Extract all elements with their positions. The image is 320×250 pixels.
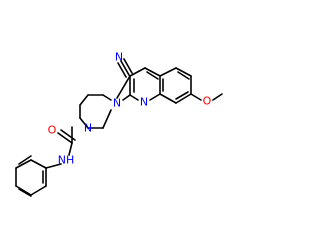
bond-nitrile-2 [117, 62, 127, 78]
bond-c4a-c5 [159, 67, 177, 77]
atom-carbonyl-o: O [48, 124, 57, 137]
bond-pip-5 [79, 117, 89, 129]
atom-piperazine-n-top: N [113, 97, 121, 110]
bond-o-ch3 [212, 93, 223, 101]
bond-pip-3 [79, 94, 89, 106]
urea-linkage [57, 126, 76, 156]
bond-c5-c6 [175, 67, 192, 77]
bond-pip-1 [102, 94, 112, 101]
atom-labels: N N N N O O NH [48, 51, 212, 167]
atom-nitrile-n: N [115, 51, 123, 64]
bond-nitrile-3 [123, 58, 133, 74]
bond-c7-c8-inner [175, 91, 189, 100]
bond-c8a-n1 [149, 93, 161, 101]
phenyl-ring [15, 155, 62, 197]
bond-c8-c8a [159, 93, 177, 104]
bond-nitrile-1 [120, 60, 130, 76]
bond-nh-ph [45, 163, 62, 169]
bond-c4-c4a [144, 67, 161, 77]
nitrile-group [116, 58, 133, 99]
bond-c-o [57, 132, 73, 144]
atom-quinoline-n: N [140, 96, 148, 109]
atom-piperazine-n-bottom: N [84, 122, 92, 135]
bond-ph-1 [30, 159, 47, 169]
methoxy-group [190, 93, 223, 101]
bond-pip-7 [102, 109, 112, 129]
bond-c3-c4 [129, 67, 146, 77]
bond-c5-c6-inner [177, 71, 190, 80]
bond-c7-c8 [175, 93, 192, 104]
bond-ph-2 [15, 159, 32, 169]
bond-ph-4-inner [18, 188, 32, 197]
piperazine-ring [79, 94, 112, 129]
bond-c4-c4a-inner [146, 71, 159, 80]
atom-methoxy-o: O [203, 95, 212, 108]
bond-c-nh [68, 142, 73, 156]
bond-c2-npip [122, 94, 131, 101]
bond-c7-o [190, 93, 202, 101]
bond-c3-cn [116, 75, 131, 99]
bond-ph-2-inner [18, 155, 32, 165]
quinoline-pyridine-ring [129, 67, 161, 101]
quinoline-benzene-ring [159, 67, 192, 104]
molecule-diagram: N N N N O O NH [15, 51, 223, 197]
bond-ph-4 [15, 185, 32, 196]
bond-c-o-double [60, 129, 76, 141]
bond-ph-5 [30, 185, 47, 196]
atom-amide-nh: NH [58, 154, 75, 167]
structure-canvas: N N N N O O NH [15, 51, 223, 197]
bond-n1-c2 [129, 94, 139, 101]
